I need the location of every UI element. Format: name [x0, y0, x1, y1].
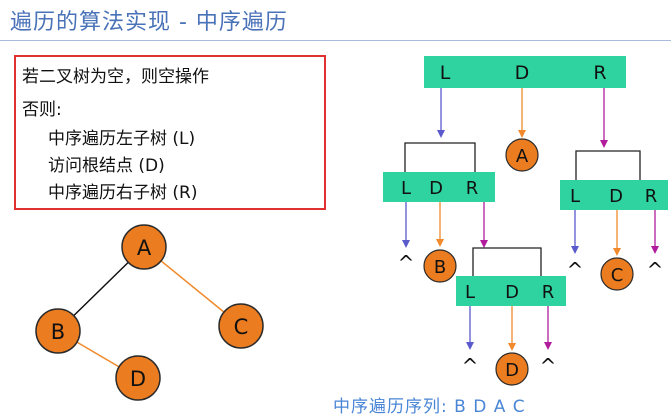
call-box-c-d: D	[609, 186, 623, 207]
call-box-c-r: R	[645, 186, 658, 207]
null-c-left: ^	[567, 258, 584, 282]
call-box-d-l: L	[465, 282, 475, 303]
tree-node-c-label: C	[234, 315, 249, 339]
tree-node-d-label: D	[130, 367, 146, 391]
call-box-c-l: L	[570, 186, 580, 207]
null-d-left: ^	[462, 354, 479, 378]
tree-node-d: D	[115, 355, 161, 401]
rule-line-3: 中序遍历左子树 (L)	[48, 129, 196, 149]
tree-node-a: A	[121, 224, 167, 270]
visit-node-b-label: B	[434, 257, 446, 278]
tree-node-b-label: B	[51, 320, 65, 344]
tree-node-a-label: A	[137, 236, 152, 260]
call-box-b-d: D	[429, 178, 443, 199]
algorithm-box	[14, 55, 326, 210]
null-d-right: ^	[540, 354, 557, 378]
call-box-b-r: R	[466, 178, 479, 199]
inorder-sequence: 中序遍历序列: B D A C	[333, 397, 526, 417]
visit-node-a-label: A	[516, 146, 529, 167]
tree-node-c: C	[218, 303, 264, 349]
call-box-b-l: L	[401, 178, 411, 199]
call-box-a-l: L	[440, 62, 451, 84]
call-box-a	[424, 56, 626, 88]
visit-node-c: C	[600, 257, 634, 291]
call-box-b	[383, 172, 495, 202]
call-box-d-d: D	[505, 282, 519, 303]
bracket-c	[575, 150, 641, 180]
bracket-d	[472, 247, 542, 276]
rule-line-4: 访问根结点 (D)	[48, 156, 165, 176]
call-box-c	[560, 180, 668, 210]
null-c-right: ^	[647, 258, 664, 282]
tree-node-b: B	[35, 308, 81, 354]
call-box-a-d: D	[515, 62, 530, 84]
visit-node-d: D	[495, 352, 529, 386]
call-box-a-r: R	[593, 62, 606, 84]
bracket-b	[404, 142, 476, 172]
page-title: 遍历的算法实现 - 中序遍历	[10, 10, 288, 35]
null-b-left: ^	[398, 251, 415, 275]
rule-line-2: 否则:	[22, 100, 62, 120]
rule-line-5: 中序遍历右子树 (R)	[48, 183, 198, 203]
visit-node-d-label: D	[505, 360, 519, 381]
visit-node-a: A	[505, 138, 539, 172]
call-box-d	[456, 276, 566, 306]
visit-node-c-label: C	[611, 265, 624, 286]
call-box-d-r: R	[542, 282, 555, 303]
title-divider	[0, 40, 671, 41]
rule-line-1: 若二叉树为空，则空操作	[22, 67, 209, 87]
visit-node-b: B	[423, 249, 457, 283]
